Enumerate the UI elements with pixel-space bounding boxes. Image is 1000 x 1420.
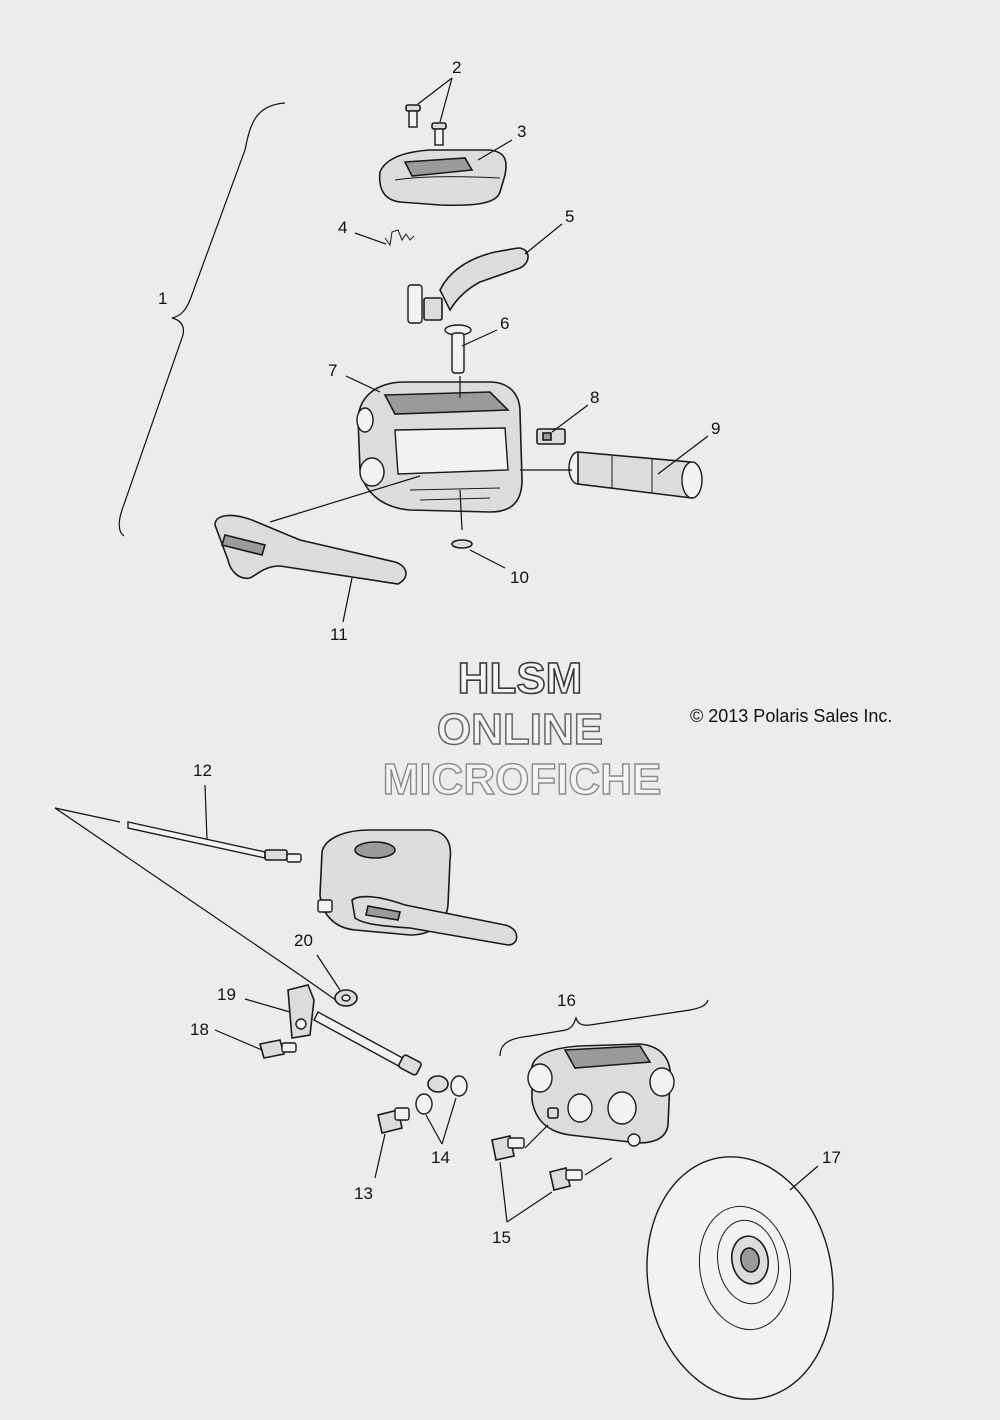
hose-bracket [287,984,315,1039]
callout-6: 6 [500,314,509,333]
clip [451,539,473,549]
watermark-line-3: MICROFICHE [383,755,662,804]
master-cylinder-cover [378,149,507,207]
lever-arm [407,247,529,324]
brake-hose [313,1011,449,1093]
callout-13: 13 [354,1184,373,1203]
callout-16: 16 [557,991,576,1010]
callout-1: 1 [158,289,167,308]
leader-12-cross [54,807,301,976]
brake-caliper [527,1043,675,1147]
callout-20: 20 [294,931,313,950]
callout-3: 3 [517,122,526,141]
callout-15: 15 [492,1228,511,1247]
callout-19: 19 [217,985,236,1004]
assembled-master-cylinder [317,829,518,946]
callout-7: 7 [328,361,337,380]
brake-lever [214,514,407,585]
copyright-notice: © 2013 Polaris Sales Inc. [690,706,892,726]
screws [405,104,447,146]
caliper-bracket [499,999,709,1057]
watermark-line-1: HLSM [458,654,583,703]
spring [384,229,415,247]
callout-9: 9 [711,419,720,438]
leader-lines-upper [269,77,709,623]
callout-4: 4 [338,218,347,237]
bracket-bolt [258,1039,297,1059]
nut [334,989,358,1007]
piston [568,451,703,499]
caliper-bolts [491,1135,583,1191]
brake-cable [54,807,302,863]
washers [415,1075,468,1115]
callout-11: 11 [330,625,348,644]
callout-5: 5 [565,207,574,226]
callout-12: 12 [193,761,212,780]
callout-10: 10 [510,568,529,587]
watermark-line-2: ONLINE [437,705,603,754]
callout-2: 2 [452,58,461,77]
brake-switch [536,428,566,445]
assembly-bracket [118,102,286,537]
callout-14: 14 [431,1148,450,1167]
master-cylinder-body [356,381,523,513]
callout-18: 18 [190,1020,209,1039]
leader-lines-lower [204,784,819,1223]
pivot-pin [444,324,472,374]
callout-17: 17 [822,1148,841,1167]
callout-8: 8 [590,388,599,407]
banjo-bolt [377,1107,410,1134]
brake-disc [646,1156,834,1400]
